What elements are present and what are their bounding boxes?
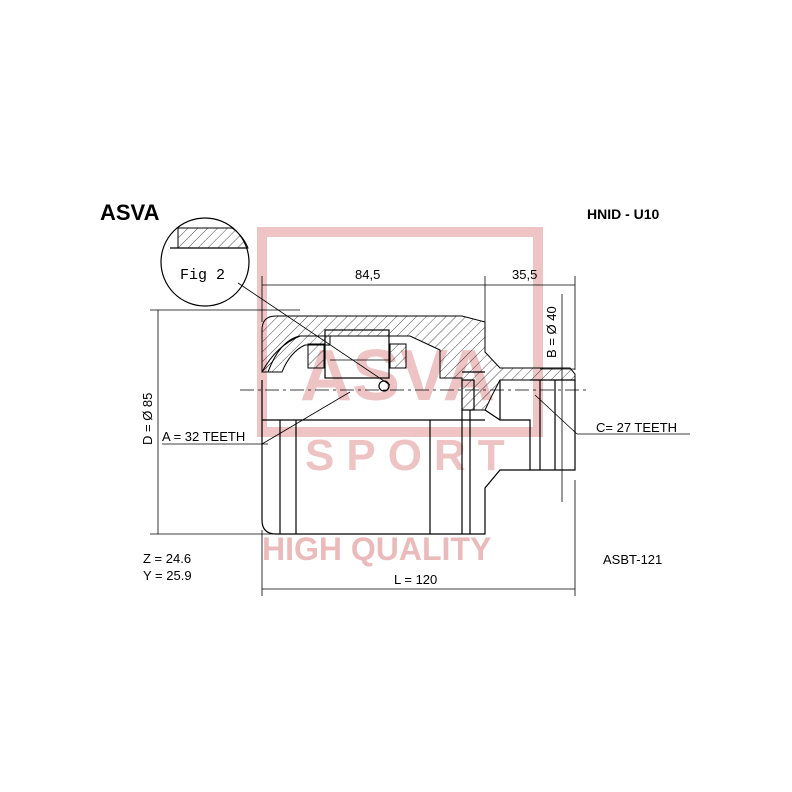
dim-rear-length-label: 35,5 [512, 267, 537, 282]
dim-total-length-label: L = 120 [394, 572, 437, 587]
outer-spline-leader-diag [534, 394, 578, 435]
catalog-code: ASBT-121 [603, 552, 662, 567]
joint-body [240, 315, 590, 535]
dim-front-length: 84,5 [261, 267, 486, 322]
part-code: HNID - U10 [587, 206, 660, 222]
watermark-tagline: HIGH QUALITY [262, 531, 491, 567]
dim-outer-diameter: D = Ø 85 [140, 309, 300, 535]
brand-name: ASVA [100, 200, 160, 225]
figure-callout: Fig 2 [160, 217, 250, 307]
param-y: Y = 25.9 [143, 568, 192, 583]
outer-spline-label: C= 27 TEETH [596, 420, 677, 435]
inner-spline-label: A = 32 TEETH [162, 429, 245, 444]
watermark: ASVA SPORT HIGH QUALITY [257, 227, 543, 567]
dim-rear-length: 35,5 [485, 267, 576, 370]
watermark-logo-subtext: SPORT [305, 431, 517, 480]
dim-front-length-label: 84,5 [355, 267, 380, 282]
figure-label: Fig 2 [180, 267, 225, 284]
dim-outer-diameter-label: D = Ø 85 [140, 393, 155, 445]
dim-total-length: L = 120 [261, 480, 576, 596]
inner-spline-leader-diag [261, 391, 351, 445]
dim-stem-diameter: B = Ø 40 [540, 294, 575, 502]
dim-stem-diameter-label: B = Ø 40 [544, 306, 559, 358]
param-z: Z = 24.6 [143, 551, 191, 566]
